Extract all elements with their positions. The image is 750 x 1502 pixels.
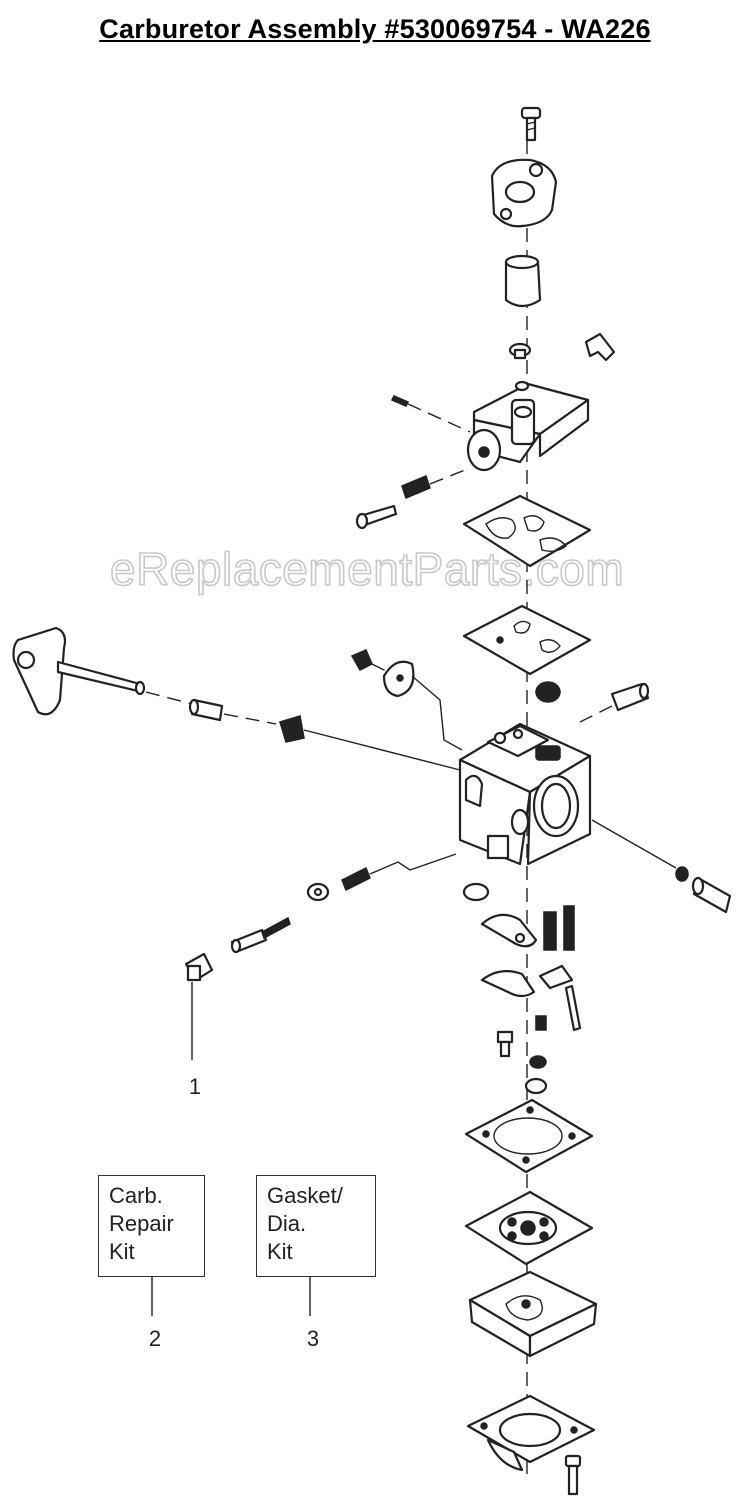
guide-line-inlet bbox=[579, 705, 613, 723]
pump-cover-block bbox=[466, 380, 590, 472]
choke-plate bbox=[382, 660, 415, 698]
gasket-kit-line-1: Gasket/ bbox=[267, 1183, 343, 1208]
metering-cover bbox=[468, 1270, 598, 1358]
needle-valve bbox=[230, 916, 291, 954]
gasket-kit-line-2: Dia. bbox=[267, 1211, 307, 1236]
carb-repair-kit-box: Carb. Repair Kit bbox=[98, 1175, 205, 1277]
callout-2: 2 bbox=[148, 1326, 162, 1351]
repair-kit-line-2: Repair bbox=[109, 1211, 174, 1236]
guide-line-bushing bbox=[223, 713, 277, 725]
metering-lever bbox=[480, 969, 536, 998]
metering-diaphragm bbox=[464, 1190, 594, 1266]
guide-line-choke-plate bbox=[411, 675, 463, 751]
metering-lever-cover bbox=[480, 913, 538, 948]
right-screw bbox=[691, 876, 732, 914]
guide-line-choke-screw bbox=[371, 663, 389, 673]
guide-line-screw bbox=[429, 467, 471, 485]
pump-gasket bbox=[462, 494, 592, 568]
throttle-shaft bbox=[56, 660, 146, 696]
callout-1: 1 bbox=[188, 1074, 202, 1099]
small-o-ring bbox=[524, 1077, 548, 1095]
throttle-lever bbox=[12, 626, 67, 716]
repair-kit-line-3: Kit bbox=[109, 1239, 135, 1264]
needle-spring bbox=[341, 866, 371, 892]
gasket-dia-kit-box: Gasket/ Dia. Kit bbox=[256, 1175, 376, 1277]
guide-line-needle bbox=[369, 853, 457, 875]
primer-bulb bbox=[504, 254, 542, 308]
needle-washer bbox=[306, 882, 330, 902]
guide-line-pin bbox=[407, 403, 471, 433]
bottom-screw bbox=[564, 1454, 582, 1496]
limiter-cap bbox=[184, 952, 214, 982]
shaft-bushing bbox=[188, 698, 224, 722]
page-title: Carburetor Assembly #530069754 - WA226 bbox=[99, 14, 651, 44]
callout-3: 3 bbox=[306, 1326, 320, 1351]
welch-plug bbox=[535, 681, 561, 703]
small-pin bbox=[390, 395, 410, 407]
metering-arm bbox=[538, 964, 574, 990]
bottom-cover bbox=[466, 1394, 596, 1472]
gasket-kit-line-3: Kit bbox=[267, 1239, 293, 1264]
carburetor-body bbox=[458, 722, 592, 866]
guide-line-spring bbox=[303, 729, 461, 771]
pump-diaphragm bbox=[462, 604, 592, 676]
choke-screw bbox=[350, 649, 373, 671]
filter-screen bbox=[462, 882, 490, 902]
right-o-ring bbox=[675, 866, 689, 882]
guide-line-shaft bbox=[145, 691, 193, 705]
fuel-inlet-tube bbox=[610, 682, 650, 712]
repair-kit-line-1: Carb. bbox=[109, 1183, 163, 1208]
metering-gasket bbox=[464, 1098, 594, 1174]
throttle-return-spring bbox=[279, 715, 305, 743]
metering-screw bbox=[496, 1030, 514, 1058]
idle-screw-spring bbox=[401, 474, 431, 500]
check-valve bbox=[508, 342, 532, 360]
lever-pin-screw bbox=[535, 1015, 547, 1031]
idle-screw bbox=[355, 504, 398, 530]
elbow-fitting bbox=[584, 332, 616, 362]
inlet-needle-spring-a bbox=[543, 911, 557, 951]
inlet-needle bbox=[564, 984, 582, 1032]
small-seal bbox=[529, 1055, 547, 1069]
top-screw bbox=[520, 106, 542, 142]
top-flange-cover bbox=[490, 158, 558, 228]
guide-line-right-screw bbox=[591, 819, 677, 869]
inlet-needle-spring-b bbox=[563, 905, 575, 951]
